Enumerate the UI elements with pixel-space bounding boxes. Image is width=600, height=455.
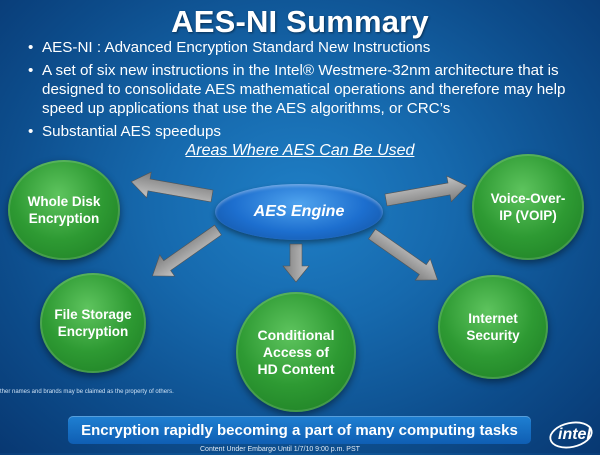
area-hd-content-access: Conditional Access of HD Content: [236, 292, 356, 412]
slide-title: AES-NI Summary: [171, 4, 429, 39]
arrow-to-internet: [368, 228, 438, 281]
area-label-line: HD Content: [257, 360, 335, 377]
bullet-list: AES-NI : Advanced Encryption Standard Ne…: [28, 38, 584, 145]
area-label-line: Conditional: [257, 326, 335, 343]
area-voip: Voice-Over- IP (VOIP): [472, 154, 584, 260]
area-label-line: Access of: [262, 343, 330, 360]
bullet-item: Substantial AES speedups: [28, 122, 584, 141]
bullet-item: AES-NI : Advanced Encryption Standard Ne…: [28, 38, 584, 57]
area-label-line: Security: [466, 328, 520, 343]
arrow-to-voip: [384, 175, 468, 207]
bullet-item: A set of six new instructions in the Int…: [28, 61, 584, 118]
area-whole-disk-encryption: Whole Disk Encryption: [8, 160, 120, 260]
area-file-storage-encryption: File Storage Encryption: [40, 273, 146, 373]
area-label-line: Internet: [468, 311, 518, 326]
bottom-banner: Encryption rapidly becoming a part of ma…: [68, 416, 531, 444]
arrow-to-hd: [282, 243, 310, 283]
area-internet-security: Internet Security: [438, 275, 548, 379]
area-label-line: File Storage: [54, 307, 132, 322]
area-label-line: Voice-Over-: [490, 191, 566, 206]
areas-subtitle: Areas Where AES Can Be Used: [185, 142, 415, 159]
area-label-line: Encryption: [57, 324, 129, 339]
embargo-footer: Content Under Embargo Until 1/7/10 9:00 …: [200, 446, 360, 453]
trademark-disclaimer: ther names and brands may be claimed as …: [0, 389, 174, 395]
area-label-line: Encryption: [28, 211, 100, 226]
area-label-line: IP (VOIP): [499, 208, 557, 223]
arrow-to-file: [152, 224, 222, 277]
arrow-to-disk: [130, 171, 214, 203]
area-label-line: Whole Disk: [27, 194, 101, 209]
intel-logo-swoosh-icon: [549, 421, 593, 449]
aes-engine-node: AES Engine: [215, 184, 383, 240]
intel-logo: intel: [548, 420, 594, 450]
intel-logo-text: intel: [558, 426, 591, 443]
